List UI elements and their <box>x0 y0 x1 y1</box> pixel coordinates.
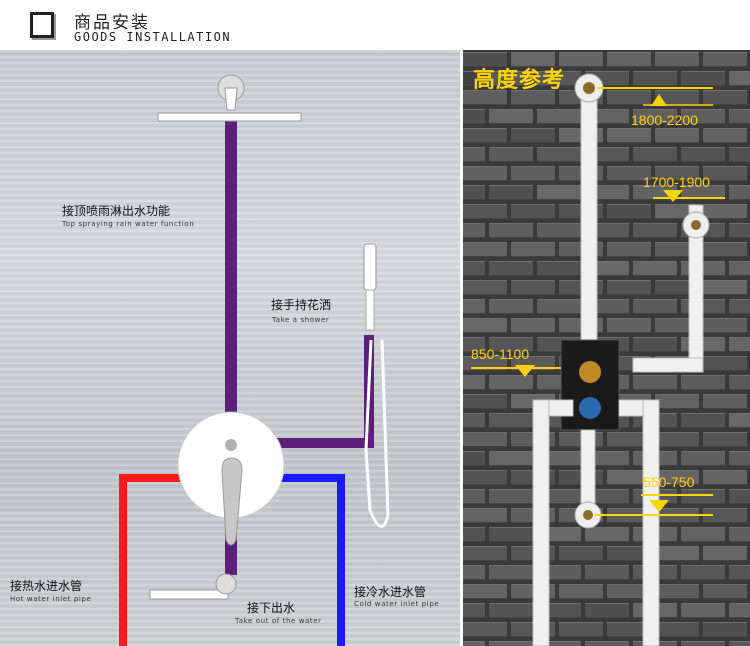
hand-shower-head <box>363 243 377 291</box>
arrow-550 <box>649 500 669 512</box>
bottom-spout <box>149 589 229 600</box>
cold-water-pipe <box>270 474 345 646</box>
height-label-1700: 1700-1900 <box>643 174 710 190</box>
hand-shower-label: 接手持花洒 <box>271 298 332 312</box>
height-reference-title: 高度参考 <box>473 68 566 93</box>
arrow-850 <box>515 365 535 377</box>
top-spray-label: 接顶喷雨淋出水功能 <box>62 204 171 218</box>
panel-divider <box>460 50 462 646</box>
cold-inlet-pipe <box>642 399 660 646</box>
shower-head-bar <box>157 112 302 122</box>
cold-inlet-label-en: Cold water inlet pipe <box>354 600 440 608</box>
arrow-1700 <box>663 190 683 202</box>
height-reference-panel: 高度参考 1800-2200 1700-1900 850-1100 550-75… <box>463 50 750 646</box>
hot-inlet-label-en: Hot water inlet pipe <box>10 595 92 603</box>
cold-inlet-label: 接冷水进水管 <box>354 585 427 599</box>
header: 商品安装 GOODS INSTALLATION <box>0 0 750 50</box>
mixer-handle <box>221 457 243 546</box>
pipe-photo <box>471 73 725 646</box>
top-riser-pipe <box>580 87 598 374</box>
installation-diagram: 接顶喷雨淋出水功能 Top spraying rain water functi… <box>0 50 462 646</box>
header-title-en: GOODS INSTALLATION <box>74 30 232 44</box>
height-label-550: 550-750 <box>643 474 695 490</box>
header-title-cn: 商品安装 <box>74 13 150 33</box>
hand-shower-pipe <box>275 335 374 448</box>
pipe-diagram <box>119 74 390 646</box>
shower-hose <box>364 339 390 528</box>
arrow-1800 <box>651 94 667 106</box>
hot-inlet-label: 接热水进水管 <box>10 579 83 593</box>
bottom-out-label: 接下出水 <box>247 601 296 615</box>
hot-inlet-pipe <box>532 399 550 646</box>
bottom-out-label-en: Take out of the water <box>235 617 322 625</box>
hand-shower-label-en: Take a shower <box>272 316 330 324</box>
height-label-1800: 1800-2200 <box>631 112 698 128</box>
height-label-850: 850-1100 <box>471 346 530 362</box>
top-spray-label-en: Top spraying rain water function <box>62 220 195 228</box>
hot-water-pipe <box>119 474 200 646</box>
